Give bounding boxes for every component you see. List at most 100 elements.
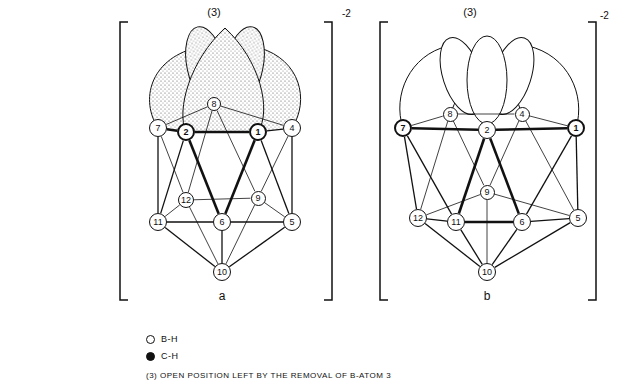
bond-line xyxy=(291,137,292,213)
bond-line xyxy=(157,137,158,213)
boron-atom: 5 xyxy=(569,209,587,227)
bond-line xyxy=(167,129,177,130)
bond-line xyxy=(531,219,569,222)
legend-entry: C-H xyxy=(146,351,179,361)
atom-number: 5 xyxy=(289,218,294,227)
atom-number: 2 xyxy=(484,126,489,135)
bond-line xyxy=(261,140,289,213)
atom-number: 7 xyxy=(155,124,160,133)
atom-number: 9 xyxy=(484,188,489,197)
atom-number: 10 xyxy=(482,268,492,277)
bond-line xyxy=(261,136,288,191)
bond-line xyxy=(167,221,213,222)
boron-atom: 4 xyxy=(283,119,301,137)
atom-number: 6 xyxy=(519,218,524,227)
bond-line xyxy=(576,137,578,209)
atom-number: 10 xyxy=(217,268,227,277)
bond-line xyxy=(190,207,218,264)
bond-line xyxy=(226,205,255,264)
figure-label: (3) xyxy=(463,7,476,18)
legend-symbol xyxy=(146,352,155,361)
atom-number: 11 xyxy=(153,218,162,227)
bond-line xyxy=(492,229,517,264)
bond-line xyxy=(161,136,183,192)
boron-atom: 12 xyxy=(409,209,427,227)
bracket xyxy=(120,22,128,300)
bond-line xyxy=(526,136,571,214)
bond-line xyxy=(404,137,416,209)
figure-label: (3) xyxy=(207,7,220,18)
boron-atom: 4 xyxy=(515,107,530,122)
boron-atom: 6 xyxy=(213,213,231,231)
atom-number: 2 xyxy=(183,128,188,137)
bond-line xyxy=(412,116,443,125)
boron-atom: 5 xyxy=(283,213,301,231)
figure-label: -2 xyxy=(600,11,609,21)
figure-label: b xyxy=(484,290,491,302)
figure-label: a xyxy=(219,290,226,302)
bond-line xyxy=(229,227,284,267)
boron-atom: 8 xyxy=(443,107,458,122)
boron-atom: 8 xyxy=(207,97,221,111)
bond-line xyxy=(264,202,285,216)
bracket xyxy=(324,22,332,300)
carbon-atom: 7 xyxy=(394,119,412,137)
bond-line xyxy=(194,198,251,200)
bond-line xyxy=(494,194,569,215)
bond-line xyxy=(166,107,207,125)
boron-atom: 6 xyxy=(513,213,531,231)
legend-symbol xyxy=(146,335,155,344)
boron-atom: 9 xyxy=(251,191,266,206)
boron-atom: 12 xyxy=(178,192,194,208)
boron-atom: 7 xyxy=(149,119,167,137)
boron-atom: 11 xyxy=(149,213,167,231)
atom-number: 4 xyxy=(519,110,524,119)
atom-number: 1 xyxy=(573,124,578,133)
atom-number: 12 xyxy=(413,214,423,223)
atom-number: 11 xyxy=(451,218,460,227)
carbon-atom: 1 xyxy=(249,123,267,141)
carbon-atom: 1 xyxy=(567,119,585,137)
bond-line xyxy=(529,116,567,126)
boron-atom: 10 xyxy=(213,263,231,281)
bracket xyxy=(588,22,596,300)
atom-number: 8 xyxy=(211,100,216,109)
bond-line xyxy=(189,140,218,213)
bond-line xyxy=(225,140,254,213)
legend-entry: B-H xyxy=(146,334,178,344)
bond-line xyxy=(195,131,249,134)
bond-line xyxy=(407,136,451,214)
bond-line xyxy=(459,139,484,214)
bracket xyxy=(380,22,388,300)
atom-number: 7 xyxy=(400,124,405,133)
note: (3) OPEN POSITION LEFT BY THE REMOVAL OF… xyxy=(146,372,391,380)
bond-line xyxy=(465,221,513,224)
atom-number: 12 xyxy=(181,196,191,205)
bond-line xyxy=(267,129,283,131)
orbital-lobes xyxy=(150,23,301,132)
boron-atom: 11 xyxy=(447,213,465,231)
bond-line xyxy=(487,200,488,264)
bond-line xyxy=(496,128,567,130)
legend-text: B-H xyxy=(161,334,178,344)
bond-line xyxy=(217,110,255,191)
bond-line xyxy=(458,114,515,115)
legend-text: C-H xyxy=(161,351,179,361)
boron-atom: 9 xyxy=(480,185,495,200)
carbon-atom: 2 xyxy=(177,123,195,141)
figure-label: -2 xyxy=(342,9,351,19)
bond-line xyxy=(526,121,574,210)
atom-number: 4 xyxy=(289,124,294,133)
bond-line xyxy=(221,106,284,125)
boron-atom: 10 xyxy=(478,263,496,281)
bond-line xyxy=(421,121,448,209)
atom-number: 5 xyxy=(575,214,580,223)
bond-line xyxy=(165,205,180,216)
bond-line xyxy=(221,231,222,263)
bond-line xyxy=(427,219,447,221)
bond-line xyxy=(426,195,480,215)
atom-number: 8 xyxy=(447,110,452,119)
bond-line xyxy=(231,221,283,222)
